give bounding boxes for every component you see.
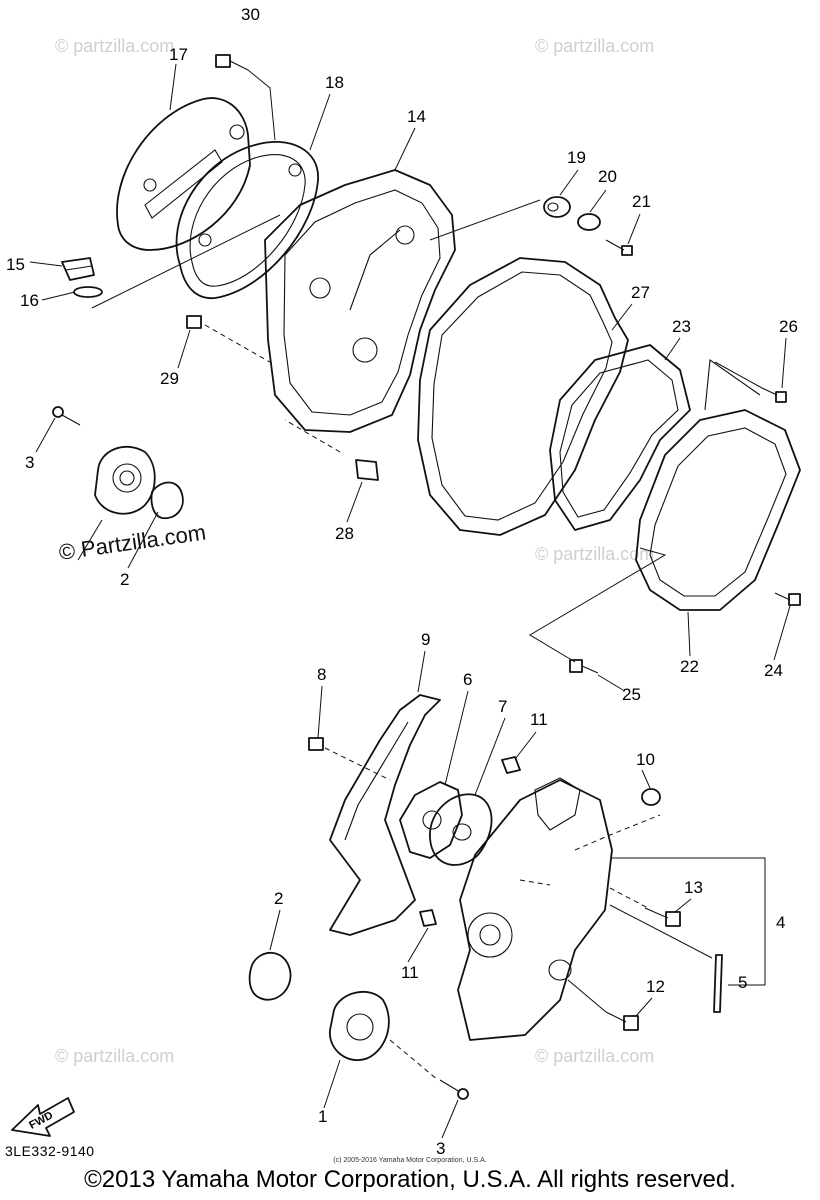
part-11-dowel bbox=[501, 756, 521, 774]
part-18-gasket bbox=[175, 141, 319, 299]
callout-11: 11 bbox=[401, 963, 419, 982]
leader-line bbox=[91, 214, 281, 309]
leader-line bbox=[529, 547, 667, 663]
callout-3: 3 bbox=[25, 453, 34, 472]
part-7-plate bbox=[429, 793, 493, 866]
watermark: © Partzilla.com bbox=[57, 520, 207, 565]
callout-leaders bbox=[29, 63, 791, 1139]
part-3-screw bbox=[439, 1079, 469, 1100]
callout-21: 21 bbox=[632, 192, 651, 211]
watermark: © partzilla.com bbox=[55, 1046, 174, 1066]
part-22-cover bbox=[635, 359, 801, 611]
callout-17: 17 bbox=[169, 45, 188, 64]
callout-24: 24 bbox=[764, 661, 783, 680]
part-13-bolt bbox=[644, 907, 681, 927]
callout-15: 15 bbox=[6, 255, 25, 274]
callout-14: 14 bbox=[407, 107, 426, 126]
watermark: © partzilla.com bbox=[535, 36, 654, 56]
part-2-gasket-upper bbox=[150, 481, 184, 520]
callout-20: 20 bbox=[598, 167, 617, 186]
callout-6: 6 bbox=[463, 670, 472, 689]
callout-26: 26 bbox=[779, 317, 798, 336]
leader-line bbox=[247, 69, 276, 141]
watermark: © partzilla.com bbox=[55, 36, 174, 56]
callout-19: 19 bbox=[567, 148, 586, 167]
part-5-strip bbox=[713, 954, 723, 1013]
part-6-impeller bbox=[399, 781, 463, 859]
leader-line bbox=[609, 887, 649, 909]
part-26-bolt bbox=[761, 387, 787, 403]
leader-line bbox=[519, 814, 661, 886]
part-1-cover-upper bbox=[94, 445, 156, 515]
part-12-bolt bbox=[605, 1011, 639, 1031]
small-copyright-notice: (c) 2005-2016 Yamaha Motor Corporation, … bbox=[333, 1157, 487, 1164]
part-4-cover-housing bbox=[457, 777, 613, 1041]
part-14-crankcase-cover bbox=[264, 169, 456, 433]
bracket-4 bbox=[612, 857, 766, 986]
part-21-bolt bbox=[605, 239, 633, 256]
fwd-arrow-icon: FWD bbox=[11, 1097, 75, 1137]
callout-18: 18 bbox=[325, 73, 344, 92]
callout-13: 13 bbox=[684, 878, 703, 897]
callout-2: 2 bbox=[274, 889, 283, 908]
part-9-gasket bbox=[329, 694, 441, 936]
leader-line bbox=[429, 199, 541, 241]
part-17-cover-plate bbox=[116, 97, 251, 251]
part-28-collar bbox=[284, 419, 379, 481]
part-25-bolt bbox=[569, 659, 599, 674]
callout-8: 8 bbox=[317, 665, 326, 684]
callout-4: 4 bbox=[776, 913, 785, 932]
callout-7: 7 bbox=[498, 697, 507, 716]
callout-22: 22 bbox=[680, 657, 699, 676]
watermark: © partzilla.com bbox=[535, 544, 654, 564]
part-1-cover-lower bbox=[329, 991, 390, 1061]
leader-line bbox=[714, 361, 763, 389]
callout-30: 30 bbox=[241, 5, 260, 24]
callout-12: 12 bbox=[646, 977, 665, 996]
part-15-filler-cap bbox=[61, 257, 95, 281]
svg-text:FWD: FWD bbox=[27, 1109, 55, 1131]
leader-line bbox=[609, 904, 713, 959]
callout-28: 28 bbox=[335, 524, 354, 543]
part-23-gasket bbox=[549, 344, 691, 531]
leader-line bbox=[389, 1039, 439, 1081]
part-20-washer bbox=[577, 213, 601, 231]
callout-5: 5 bbox=[738, 973, 747, 992]
callout-27: 27 bbox=[631, 283, 650, 302]
part-10-washer bbox=[641, 788, 661, 806]
part-19-collar bbox=[543, 196, 571, 218]
copyright-footer: ©2013 Yamaha Motor Corporation, U.S.A. A… bbox=[84, 1166, 736, 1193]
part-30-bolt bbox=[215, 54, 249, 71]
part-2-gasket-lower bbox=[248, 951, 292, 1001]
part-16-o-ring bbox=[73, 286, 103, 298]
callout-23: 23 bbox=[672, 317, 691, 336]
callout-10: 10 bbox=[636, 750, 655, 769]
part-24-bolt bbox=[774, 592, 801, 606]
part-11-dowel bbox=[419, 909, 437, 927]
diagram-reference-code: 3LE332-9140 bbox=[5, 1143, 95, 1159]
leader-line bbox=[567, 979, 607, 1013]
part-29-bolt bbox=[186, 315, 276, 366]
part-27-gasket bbox=[417, 257, 629, 536]
callout-numbers: 30 17 18 14 19 20 21 15 16 27 23 26 29 3… bbox=[6, 5, 798, 1158]
callout-11: 11 bbox=[530, 710, 548, 729]
callout-16: 16 bbox=[20, 291, 39, 310]
callout-9: 9 bbox=[421, 630, 430, 649]
callout-1: 1 bbox=[318, 1107, 327, 1126]
callout-2: 2 bbox=[120, 570, 129, 589]
callout-25: 25 bbox=[622, 685, 641, 704]
callout-3: 3 bbox=[436, 1139, 445, 1158]
watermark: © partzilla.com bbox=[535, 1046, 654, 1066]
part-3-screw bbox=[52, 406, 81, 426]
part-8-bolt bbox=[308, 737, 391, 781]
callout-29: 29 bbox=[160, 369, 179, 388]
